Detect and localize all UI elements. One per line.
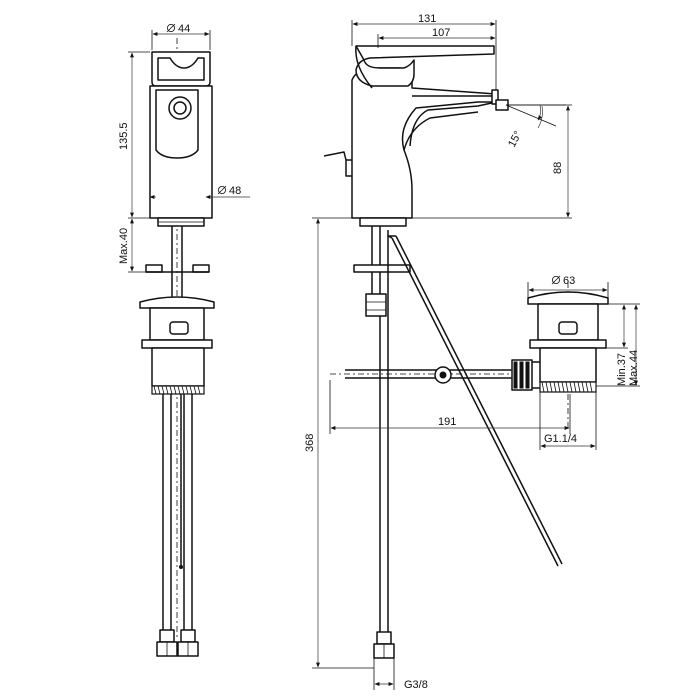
dim-drain-max: Max.44 [628,350,640,386]
side-shank-end [365,293,387,317]
front-lever-inner [157,57,205,81]
side-lever [355,45,495,87]
drain-plug [558,321,578,335]
dim-overall-width: 131 [418,13,436,25]
dim-spout-height: 88 [552,162,564,174]
dim-top-diameter: 44 [178,23,190,35]
front-view: 44 135.5 48 Max.40 [118,23,250,657]
front-hose-fitting-right [177,629,199,657]
side-spout-tip [491,89,499,105]
front-drain-tail [151,347,205,387]
dim-spout-angle: 15° [506,129,524,149]
side-base-ring [359,217,407,227]
front-drain-flange [139,296,215,309]
side-nut [353,264,411,273]
dim-body-height: 135.5 [118,122,130,150]
dim-total-height: 368 [304,434,316,452]
front-drain-thread [151,385,205,395]
dim-hose-thread: G3/8 [404,679,428,691]
front-cartridge-core [173,101,187,115]
side-spout [409,95,497,147]
side-view: 131 107 15° 88 368 G3/8 191 [304,13,572,691]
front-nut-left [145,264,163,273]
front-body [149,85,213,219]
front-drain-collar [141,339,213,349]
front-lever [151,51,211,87]
front-drain-plug [169,321,189,335]
front-cartridge-ring [168,96,192,120]
side-body [351,67,497,219]
front-nut-right [192,264,210,273]
dim-deck-max: Max.40 [118,228,130,264]
dim-drain-diameter: 63 [563,275,575,287]
front-body-window [155,89,199,159]
side-hose-fitting [373,631,395,659]
dim-base-diameter: 48 [229,185,241,197]
dim-drain-thread: G1.1/4 [544,433,577,445]
dim-spout-width: 107 [432,27,450,39]
drain-thread [539,381,597,393]
drain-flange [527,291,609,305]
drain-tail [539,347,597,383]
side-drain-connector [511,359,533,391]
dim-drain-min: Min.37 [616,353,628,386]
front-hose-fitting-left [156,629,178,657]
drain-collar [529,339,607,349]
drain-view: 63 Min.37 Max.44 G1.1/4 [527,275,640,450]
dim-rod-length: 191 [438,416,456,428]
